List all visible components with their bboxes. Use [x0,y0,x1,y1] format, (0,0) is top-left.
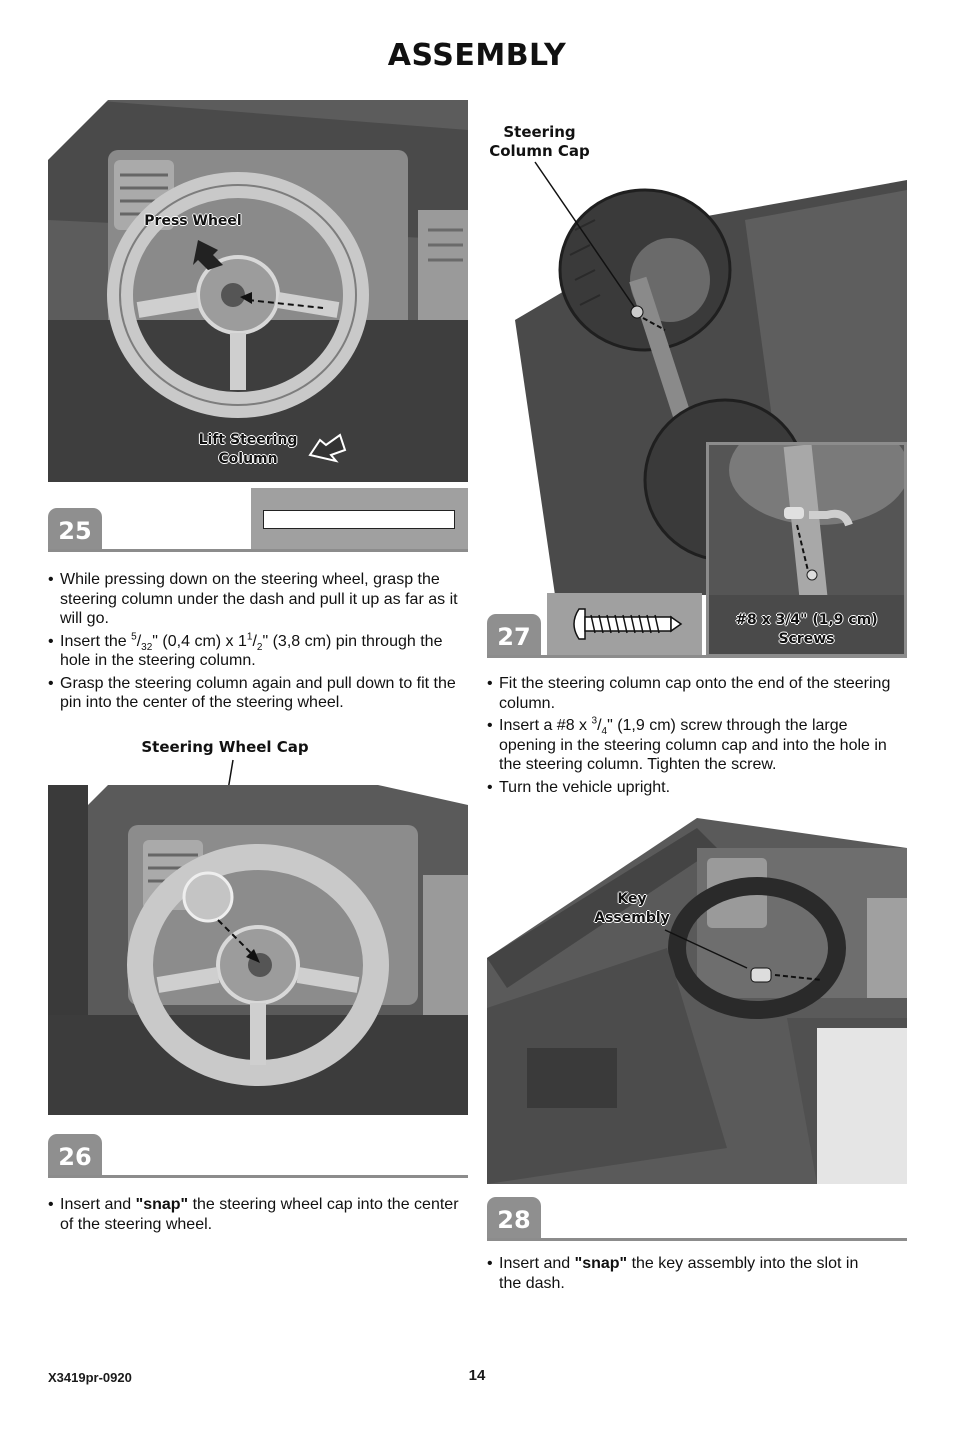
step-27-bullet-2: Insert a #8 x 3/4" (1,9 cm) screw throug… [487,716,907,775]
step-27-bullet-3: Turn the vehicle upright. [487,778,907,798]
step-27-badge: 27 [487,614,541,658]
screw-inset-illustration [709,445,904,654]
step-28-illustration: Key Assembly [487,818,907,1184]
step-28-bullet-1: Insert and "snap" the key assembly into … [487,1254,867,1293]
step-25-parts-panel [251,488,468,551]
page-title: ASSEMBLY [387,38,567,73]
steering-wheel-cap-label: Steering Wheel Cap [141,738,309,756]
screws-label-line1: #8 x 3/4" (1,9 cm) [735,612,878,628]
step-25-bullet-2: Insert the 5/32" (0,4 cm) x 11/2" (3,8 c… [48,632,466,671]
press-wheel-label: Press Wheel [144,213,242,229]
key-assembly-label-line2: Assembly [594,910,670,926]
step-27-parts-panel [547,593,702,655]
step-25-badge: 25 [48,508,102,552]
step-27-instructions: Fit the steering column cap onto the end… [487,674,907,800]
pin-graphic [263,510,455,529]
step-26-illustration [48,785,468,1115]
step-28-badge: 28 [487,1197,541,1241]
step-25-illustration: Press Wheel Lift Steering Column [48,100,468,482]
document-code: X3419pr-0920 [48,1370,132,1385]
step-27-bullet-1: Fit the steering column cap onto the end… [487,674,907,713]
step-27-inset-illustration: #8 x 3/4" (1,9 cm) Screws [706,442,907,657]
vehicle-key-illustration [487,818,907,1184]
step-28-instructions: Insert and "snap" the key assembly into … [487,1254,867,1296]
step-28-rule [487,1238,907,1241]
step-26-bullet-1: Insert and "snap" the steering wheel cap… [48,1195,468,1234]
dashboard-illustration [48,100,468,482]
key-assembly-label-line1: Key [617,891,647,907]
steering-column-cap-label-line2: Column Cap [489,142,590,160]
step-26-badge: 26 [48,1134,102,1178]
page-number: 14 [468,1367,486,1384]
step-27-rule [487,655,907,658]
step-26-instructions: Insert and "snap" the steering wheel cap… [48,1195,468,1237]
step-25-bullet-3: Grasp the steering column again and pull… [48,674,466,713]
step-25-instructions: While pressing down on the steering whee… [48,570,466,716]
steering-column-cap-label-line1: Steering [503,123,576,141]
step-25-bullet-1: While pressing down on the steering whee… [48,570,466,629]
screw-icon [573,608,683,640]
lift-steering-label-line2: Column [218,451,278,467]
lift-steering-label-line1: Lift Steering [198,432,298,448]
screws-label-line2: Screws [778,631,835,647]
dashboard-cap-illustration [48,785,468,1115]
step-26-rule [48,1175,468,1178]
step-25-rule [48,549,468,552]
